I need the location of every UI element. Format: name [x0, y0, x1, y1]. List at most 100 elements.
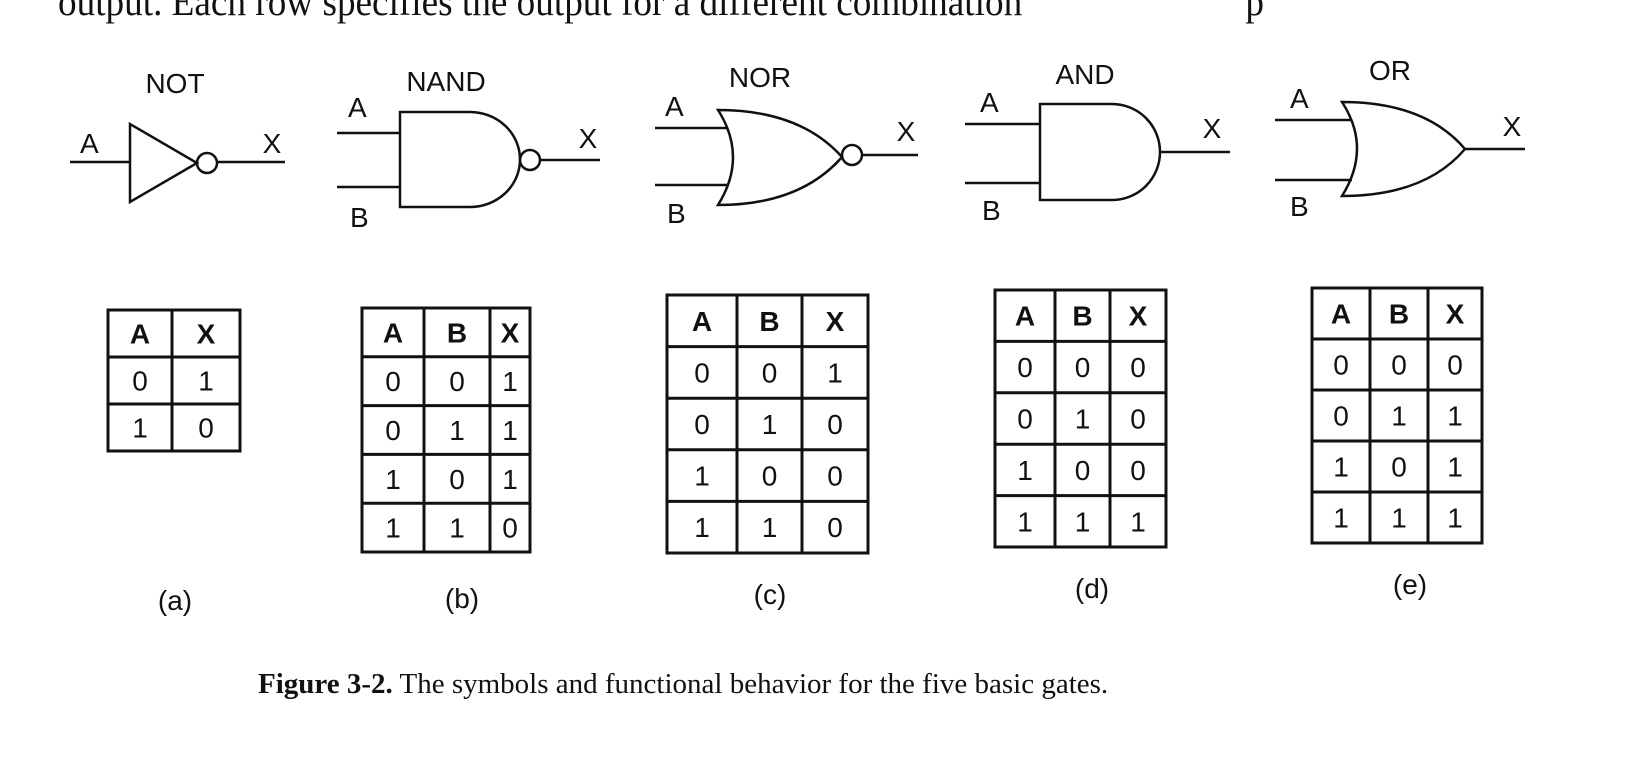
- top-text-line: output. Each row specifies the output fo…: [58, 0, 1023, 24]
- nor-output-label: X: [897, 116, 916, 147]
- table-cell: 0: [1130, 455, 1146, 486]
- table-cell: 1: [762, 512, 778, 543]
- and-input-a-label: A: [980, 87, 999, 118]
- table-cell: 1: [1447, 401, 1463, 432]
- table-cell: 1: [1130, 506, 1146, 537]
- table-cell: 1: [385, 464, 401, 495]
- and-subfigure-label: (d): [1075, 573, 1109, 604]
- or-gate-title: OR: [1369, 55, 1411, 86]
- or-subfigure-label: (e): [1393, 569, 1427, 600]
- nor-gate-symbol: [655, 108, 918, 207]
- table-cell: 1: [502, 366, 518, 397]
- nor-subfigure-label: (c): [754, 579, 787, 610]
- nand-gate-symbol: [337, 110, 600, 209]
- table-header-cell: A: [130, 319, 150, 350]
- table-cell: 1: [132, 413, 148, 444]
- table-cell: 1: [1075, 404, 1091, 435]
- table-header-cell: X: [1446, 299, 1465, 330]
- table-header-cell: X: [197, 319, 216, 350]
- caption-text: The symbols and functional behavior for …: [392, 668, 1109, 700]
- table-header-cell: A: [692, 306, 712, 337]
- nor-gate-title: NOR: [729, 62, 791, 93]
- table-cell: 1: [449, 415, 465, 446]
- caption-label: Figure 3-2.: [258, 668, 393, 700]
- table-header-cell: B: [759, 306, 779, 337]
- not-input-a-label: A: [80, 128, 99, 159]
- table-cell: 1: [1017, 455, 1033, 486]
- table-cell: 0: [1391, 350, 1407, 381]
- table-cell: 0: [1333, 401, 1349, 432]
- not-truth-table: A X 0 1 1 0: [106, 308, 242, 453]
- table-cell: 0: [1130, 404, 1146, 435]
- table-cell: 1: [762, 409, 778, 440]
- table-cell: 0: [1017, 404, 1033, 435]
- body-text-top: output. Each row specifies the output fo…: [58, 0, 1264, 25]
- not-subfigure-label: (a): [158, 585, 192, 616]
- not-gate-symbol: [70, 121, 285, 205]
- table-border: [665, 293, 870, 555]
- table-cell: 0: [762, 461, 778, 492]
- table-cell: 0: [827, 461, 843, 492]
- table-header-cell: B: [1072, 301, 1092, 332]
- table-cell: 1: [502, 415, 518, 446]
- table-cell: 1: [198, 366, 214, 397]
- and-gate-symbol: [965, 102, 1230, 202]
- nand-gate-title: NAND: [406, 66, 485, 97]
- and-input-b-label: B: [982, 195, 1001, 226]
- table-cell: 1: [449, 513, 465, 544]
- not-output-label: X: [263, 128, 282, 159]
- table-header-cell: X: [1129, 301, 1148, 332]
- table-cell: 0: [694, 409, 710, 440]
- or-input-a-label: A: [1290, 83, 1309, 114]
- table-cell: 0: [827, 409, 843, 440]
- table-cell: 0: [827, 512, 843, 543]
- table-header-cell: X: [501, 317, 520, 348]
- figure-caption: Figure 3-2. The symbols and functional b…: [258, 668, 1108, 701]
- table-cell: 0: [385, 366, 401, 397]
- table-cell: 1: [1391, 503, 1407, 534]
- table-header-cell: A: [383, 317, 403, 348]
- table-cell: 0: [1075, 455, 1091, 486]
- not-gate-title: NOT: [145, 68, 204, 99]
- table-cell: 0: [1075, 352, 1091, 383]
- table-border: [106, 308, 242, 453]
- table-cell: 0: [449, 464, 465, 495]
- table-cell: 1: [1391, 401, 1407, 432]
- table-header-cell: A: [1331, 299, 1351, 330]
- table-cell: 1: [694, 461, 710, 492]
- or-output-label: X: [1503, 111, 1522, 142]
- top-text-right: p: [1245, 0, 1264, 24]
- table-cell: 1: [827, 357, 843, 388]
- table-cell: 0: [1391, 452, 1407, 483]
- table-cell: 0: [198, 413, 214, 444]
- table-border: [1310, 286, 1484, 545]
- nand-output-label: X: [579, 123, 598, 154]
- table-cell: 0: [449, 366, 465, 397]
- table-cell: 0: [694, 357, 710, 388]
- table-cell: 1: [1017, 506, 1033, 537]
- table-cell: 1: [1333, 452, 1349, 483]
- table-border: [360, 306, 532, 554]
- nand-input-a-label: A: [348, 92, 367, 123]
- table-cell: 0: [1130, 352, 1146, 383]
- table-cell: 0: [132, 366, 148, 397]
- table-cell: 0: [762, 357, 778, 388]
- table-border: [993, 288, 1168, 549]
- nor-input-b-label: B: [667, 198, 686, 229]
- or-gate-symbol: [1275, 100, 1525, 198]
- and-gate-title: AND: [1055, 59, 1114, 90]
- table-header-cell: B: [1389, 299, 1409, 330]
- table-cell: 0: [1333, 350, 1349, 381]
- table-cell: 1: [502, 464, 518, 495]
- table-cell: 1: [1333, 503, 1349, 534]
- table-header-cell: A: [1015, 301, 1035, 332]
- table-cell: 1: [1075, 506, 1091, 537]
- nor-input-a-label: A: [665, 91, 684, 122]
- nand-subfigure-label: (b): [445, 583, 479, 614]
- table-cell: 1: [385, 513, 401, 544]
